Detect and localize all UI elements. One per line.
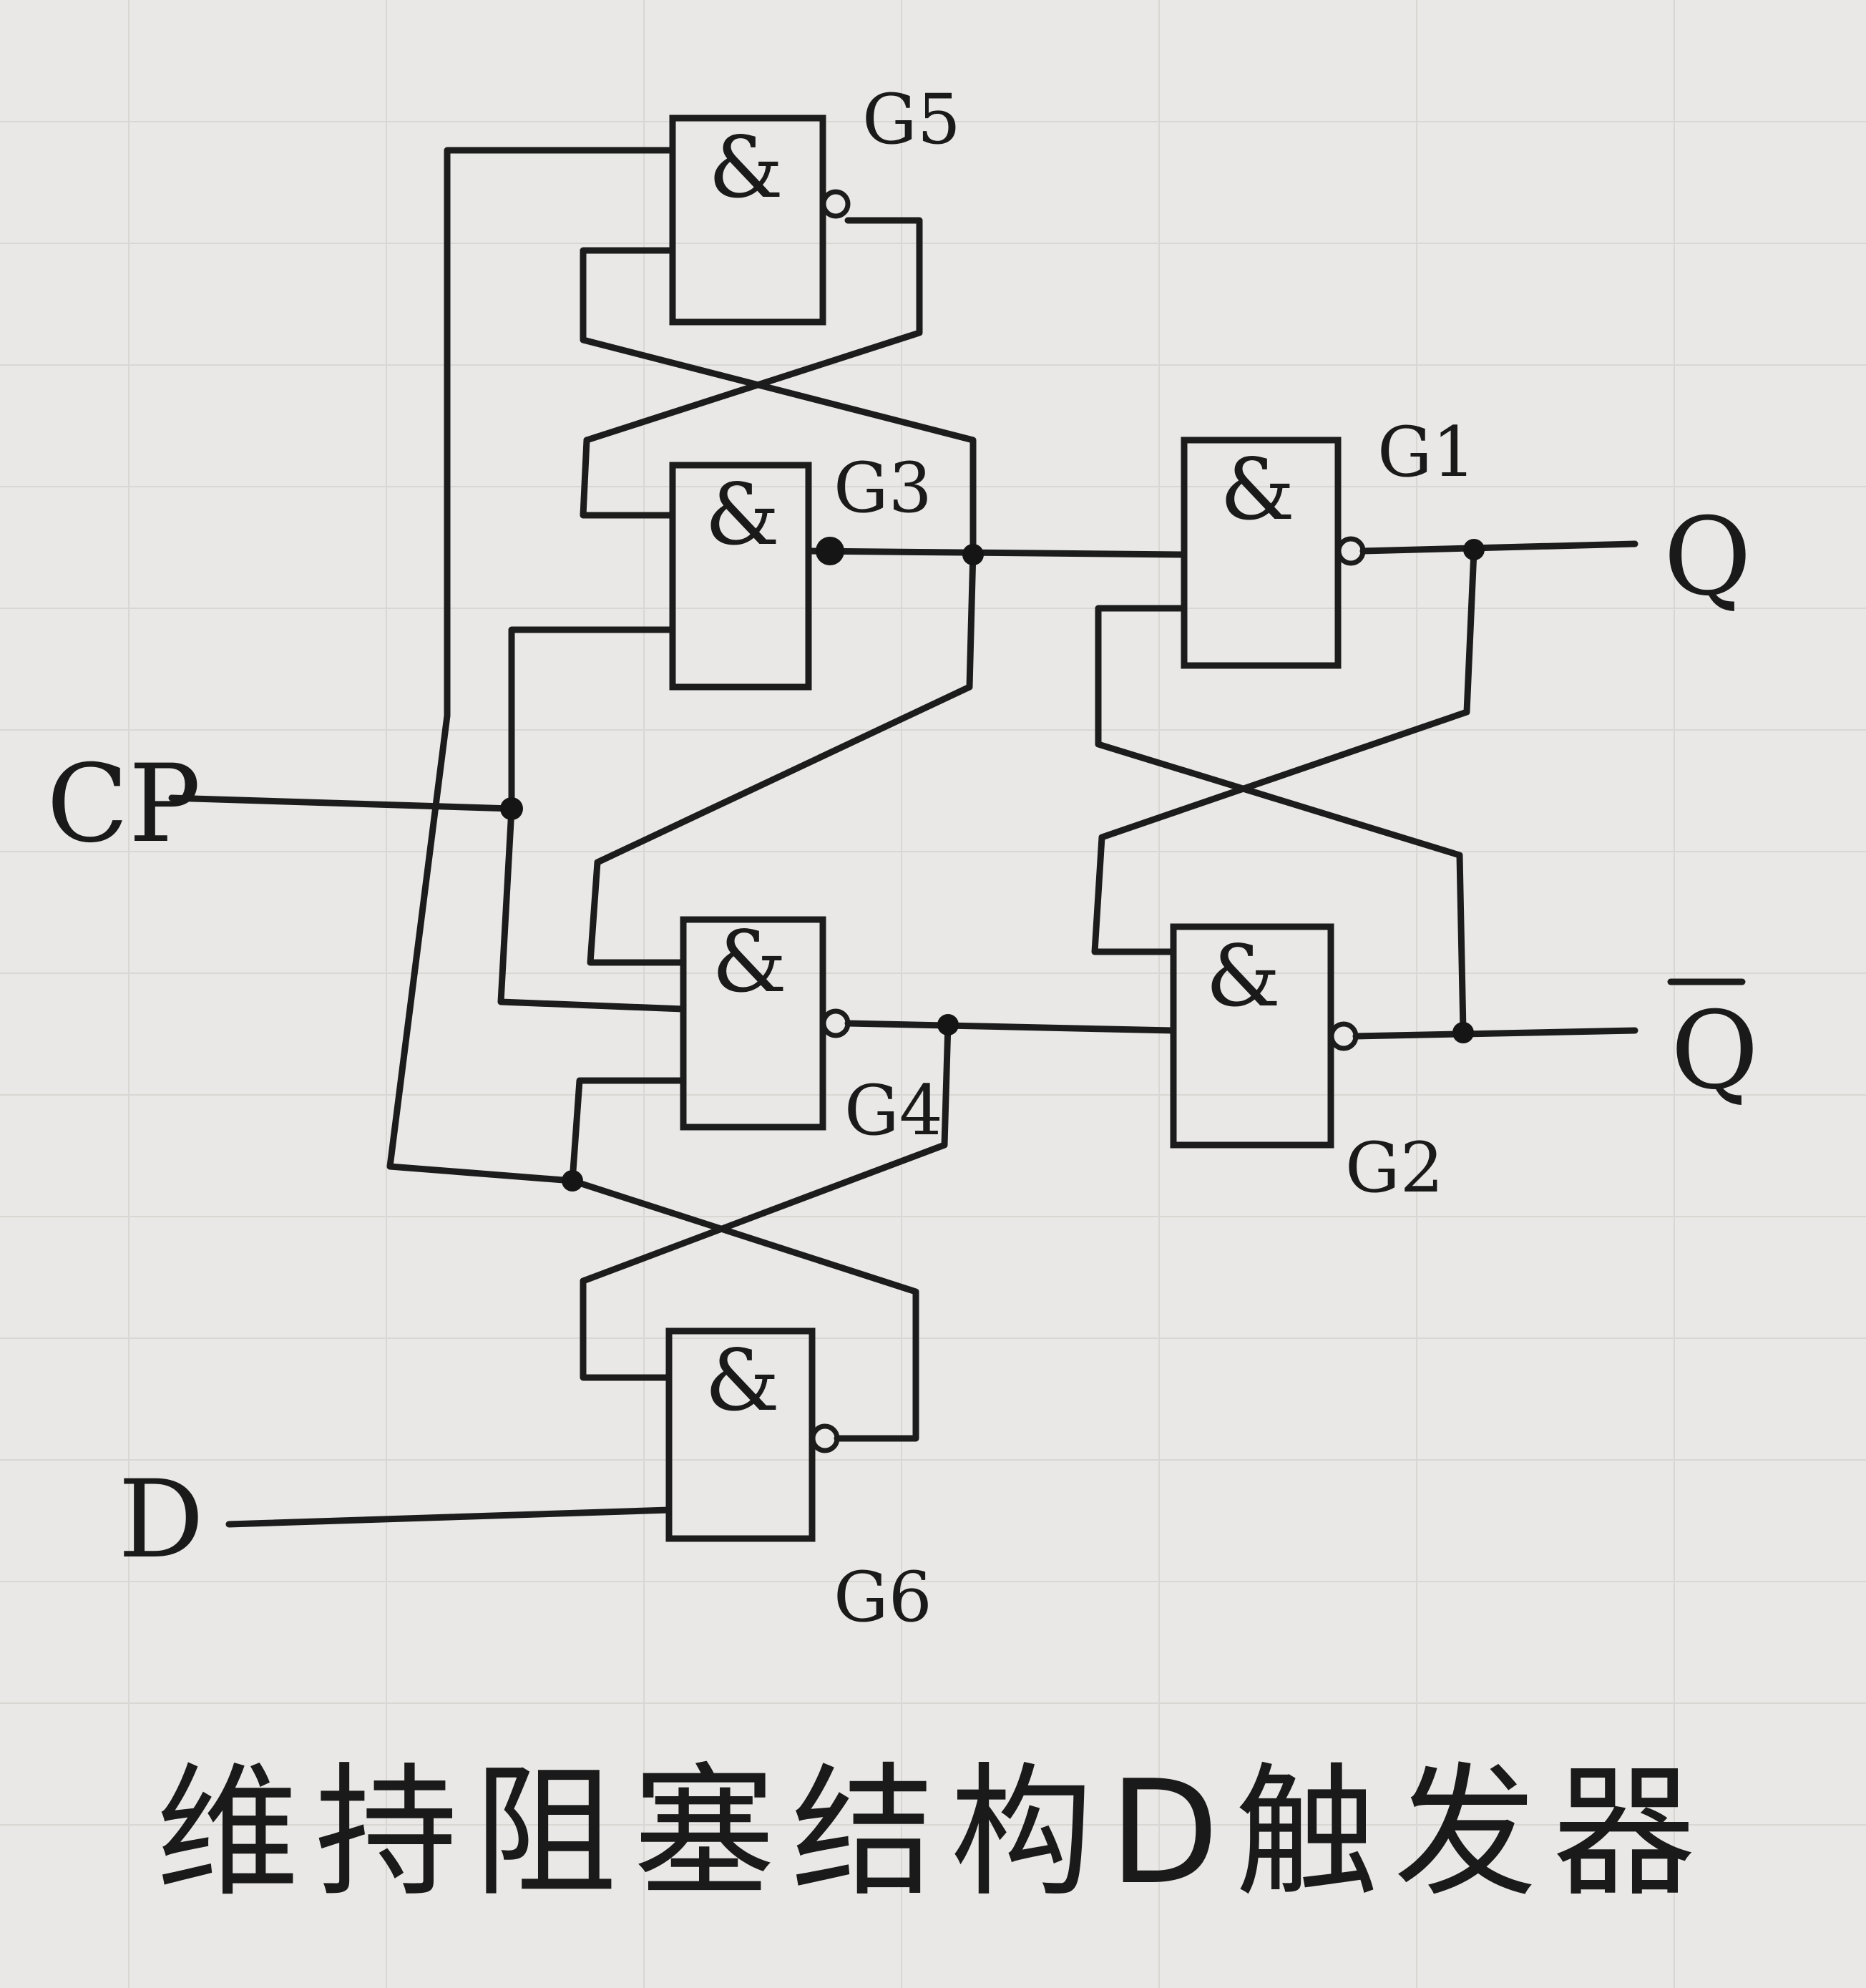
wire-cp — [168, 794, 515, 812]
gate-g2: & — [1170, 923, 1359, 1149]
wire-g4-out — [844, 1020, 1177, 1034]
gate-g2-bubble — [1329, 1021, 1359, 1051]
label-g1: G1 — [1377, 412, 1476, 492]
wire-g6-out — [569, 1177, 919, 1442]
label-g5: G5 — [862, 79, 961, 160]
gate-g1-bubble — [1336, 536, 1366, 566]
gate-g4-symbol: & — [712, 912, 787, 1011]
label-g3: G3 — [834, 448, 932, 528]
wire-d — [225, 1506, 673, 1528]
junctions — [500, 537, 1485, 1192]
wires — [168, 147, 1638, 1528]
label-cp: CP — [47, 742, 201, 867]
wire-g3-out — [805, 547, 1188, 558]
gate-g5-body — [669, 114, 826, 326]
gate-g3: & — [669, 462, 812, 691]
gate-g5-bubble — [821, 189, 851, 219]
gate-g5: & — [669, 114, 851, 326]
wire-cp-g4 — [497, 805, 687, 1013]
label-g4: G4 — [844, 1071, 943, 1151]
junction-g3-node — [962, 544, 984, 565]
wire-g1-in2 — [1095, 605, 1467, 1034]
gate-g3-symbol: & — [705, 465, 780, 564]
junction-qbar — [1452, 1022, 1474, 1043]
junction-g4-out — [937, 1014, 959, 1036]
gate-g4-bubble — [821, 1008, 851, 1038]
gate-g3-body — [669, 462, 812, 691]
gate-g6: & — [665, 1327, 840, 1542]
gate-g1-symbol: & — [1220, 440, 1295, 539]
gate-g1: & — [1181, 437, 1366, 669]
wire-node-to-g4 — [587, 547, 977, 966]
gate-g6-bubble — [810, 1423, 840, 1453]
label-g2: G2 — [1345, 1128, 1444, 1208]
wire-g3-in1 — [580, 437, 676, 519]
label-g6: G6 — [834, 1557, 932, 1637]
junction-g5-fb — [562, 1170, 583, 1192]
gate-g5-symbol: & — [708, 118, 783, 217]
junction-cp — [500, 797, 523, 820]
junction-g3-out — [816, 537, 844, 565]
gate-g6-symbol: & — [705, 1331, 780, 1430]
wire-g4-g6 — [580, 1020, 952, 1381]
wire-g5-in2 — [580, 247, 977, 555]
wire-q — [1359, 540, 1638, 555]
diagram-caption: 维持阻塞结构D触发器 — [156, 1750, 1711, 1916]
label-d: D — [118, 1458, 204, 1582]
gate-g2-symbol: & — [1206, 927, 1281, 1025]
wire-cp-g3 — [508, 626, 676, 812]
gate-g4: & — [680, 912, 851, 1131]
label-q: Q — [1664, 495, 1752, 620]
wire-qbar — [1352, 1027, 1638, 1040]
wire-g4-in3 — [569, 1077, 687, 1184]
label-qbar: Q — [1671, 989, 1759, 1114]
wire-g5-in1 — [386, 147, 676, 1184]
wire-q-fb — [1091, 547, 1477, 955]
junction-q — [1463, 539, 1485, 560]
